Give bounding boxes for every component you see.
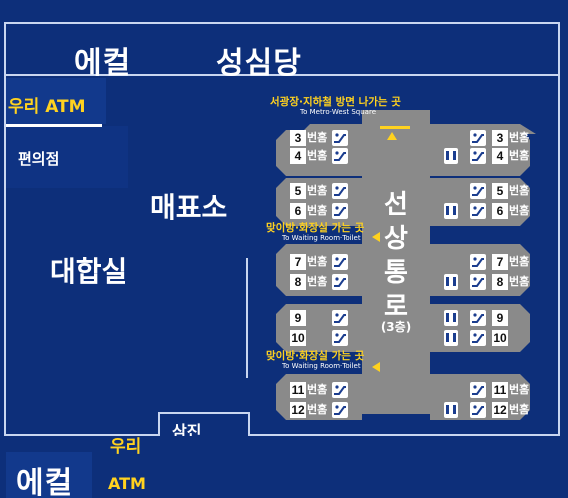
platform-label-right: 번홈 — [509, 383, 530, 396]
platform-number-left: 3 — [290, 130, 306, 146]
escalator-icon — [470, 274, 486, 290]
platform-label-left: 번홈 — [307, 383, 328, 396]
escalator-icon — [332, 310, 348, 326]
convenience-store-label: 편의점 — [18, 150, 60, 168]
platform-number-left: 4 — [290, 148, 306, 164]
escalator-icon — [470, 310, 486, 326]
escalator-icon — [332, 203, 348, 219]
escalator-icon — [332, 402, 348, 418]
sign-waiting-room-lower: 맞이방·화장실 가는 곳 To Waiting Room·Toilet — [266, 350, 376, 371]
platform-number-right: 6 — [492, 203, 508, 219]
platform-label-left: 번홈 — [307, 403, 328, 416]
platform-number-right: 12 — [492, 402, 508, 418]
platform-label-left: 번홈 — [307, 275, 328, 288]
bottom-left-label: 에컬 — [16, 466, 74, 498]
platform-label-right: 번홈 — [509, 131, 530, 144]
room-bottom-left — [6, 452, 92, 498]
top-shop-label-left: 에컬 — [74, 46, 132, 81]
platform-number-left: 9 — [290, 310, 306, 326]
escalator-icon — [470, 330, 486, 346]
frame-top-line — [4, 22, 560, 24]
toilet-icon — [444, 310, 458, 326]
sign-waiting-room-lower-en: To Waiting Room·Toilet — [282, 362, 361, 370]
escalator-icon — [332, 254, 348, 270]
atm-bottom-label-line1: 우리 — [110, 437, 142, 457]
platform-number-right: 8 — [492, 274, 508, 290]
sign-waiting-room-upper-ko: 맞이방·화장실 가는 곳 — [266, 222, 365, 234]
sign-waiting-room-upper: 맞이방·화장실 가는 곳 To Waiting Room·Toilet — [266, 222, 376, 243]
top-shop-divider — [4, 74, 560, 76]
platform-number-right: 5 — [492, 183, 508, 199]
platform-number-right: 10 — [492, 330, 508, 346]
toilet-icon — [444, 402, 458, 418]
escalator-icon — [470, 130, 486, 146]
platform-number-left: 8 — [290, 274, 306, 290]
concourse-char-4: 로 — [384, 292, 408, 322]
sign-waiting-room-upper-en: To Waiting Room·Toilet — [282, 234, 361, 242]
platform-label-right: 번홈 — [509, 184, 530, 197]
platform-number-right: 9 — [492, 310, 508, 326]
escalator-icon — [332, 148, 348, 164]
platform-number-left: 6 — [290, 203, 306, 219]
frame-right-line — [558, 22, 560, 434]
platform-label-left: 번홈 — [307, 255, 328, 268]
sign-waiting-room-lower-ko: 맞이방·화장실 가는 곳 — [266, 350, 365, 362]
escalator-icon — [332, 183, 348, 199]
platform-number-left: 7 — [290, 254, 306, 270]
platform-label-right: 번홈 — [509, 255, 530, 268]
toilet-icon — [444, 203, 458, 219]
escalator-icon — [470, 382, 486, 398]
concourse-char-1: 선 — [384, 190, 408, 220]
sign-west-square: 서광장·지하철 방면 나가는 곳 To Metro·West Square — [270, 96, 410, 117]
room-atm-top — [6, 78, 106, 124]
concourse-floor: (3층) — [380, 320, 412, 334]
atm-top-label: 우리 ATM — [8, 97, 86, 117]
concourse-char-3: 통 — [384, 258, 408, 288]
toilet-icon — [444, 330, 458, 346]
escalator-icon — [470, 402, 486, 418]
top-shop-label-right: 성심당 — [216, 46, 302, 81]
escalator-icon — [470, 148, 486, 164]
platform-label-right: 번홈 — [509, 149, 530, 162]
atm-top-underline — [6, 124, 102, 127]
waiting-hall-label: 대합실 — [50, 255, 128, 288]
concourse-char-2: 상 — [384, 224, 408, 254]
bottom-strip — [0, 436, 568, 498]
toilet-icon — [444, 274, 458, 290]
escalator-icon — [332, 130, 348, 146]
escalator-icon — [470, 183, 486, 199]
toilet-icon — [444, 148, 458, 164]
platform-number-left: 10 — [290, 330, 306, 346]
platform-label-right: 번홈 — [509, 275, 530, 288]
platform-label-left: 번홈 — [307, 184, 328, 197]
sign-west-square-en: To Metro·West Square — [300, 108, 376, 116]
frame-left-line — [4, 22, 6, 434]
wall-segment — [246, 258, 248, 378]
sign-west-square-ko: 서광장·지하철 방면 나가는 곳 — [270, 96, 401, 108]
platform-number-right: 7 — [492, 254, 508, 270]
platform-number-left: 11 — [290, 382, 306, 398]
platform-number-right: 3 — [492, 130, 508, 146]
escalator-icon — [470, 203, 486, 219]
platform-number-right: 4 — [492, 148, 508, 164]
frame-bottom-line — [4, 434, 560, 436]
platform-label-left: 번홈 — [307, 131, 328, 144]
platform-number-left: 12 — [290, 402, 306, 418]
platform-label-right: 번홈 — [509, 403, 530, 416]
escalator-icon — [470, 254, 486, 270]
platform-label-left: 번홈 — [307, 149, 328, 162]
platform-label-right: 번홈 — [509, 204, 530, 217]
platform-label-left: 번홈 — [307, 204, 328, 217]
room-convenience-store — [6, 126, 128, 188]
platform-number-left: 5 — [290, 183, 306, 199]
ticket-office-label: 매표소 — [150, 191, 228, 224]
atm-bottom-label-line2: ATM — [108, 474, 146, 493]
escalator-icon — [332, 330, 348, 346]
escalator-icon — [332, 274, 348, 290]
platform-number-right: 11 — [492, 382, 508, 398]
escalator-icon — [332, 382, 348, 398]
